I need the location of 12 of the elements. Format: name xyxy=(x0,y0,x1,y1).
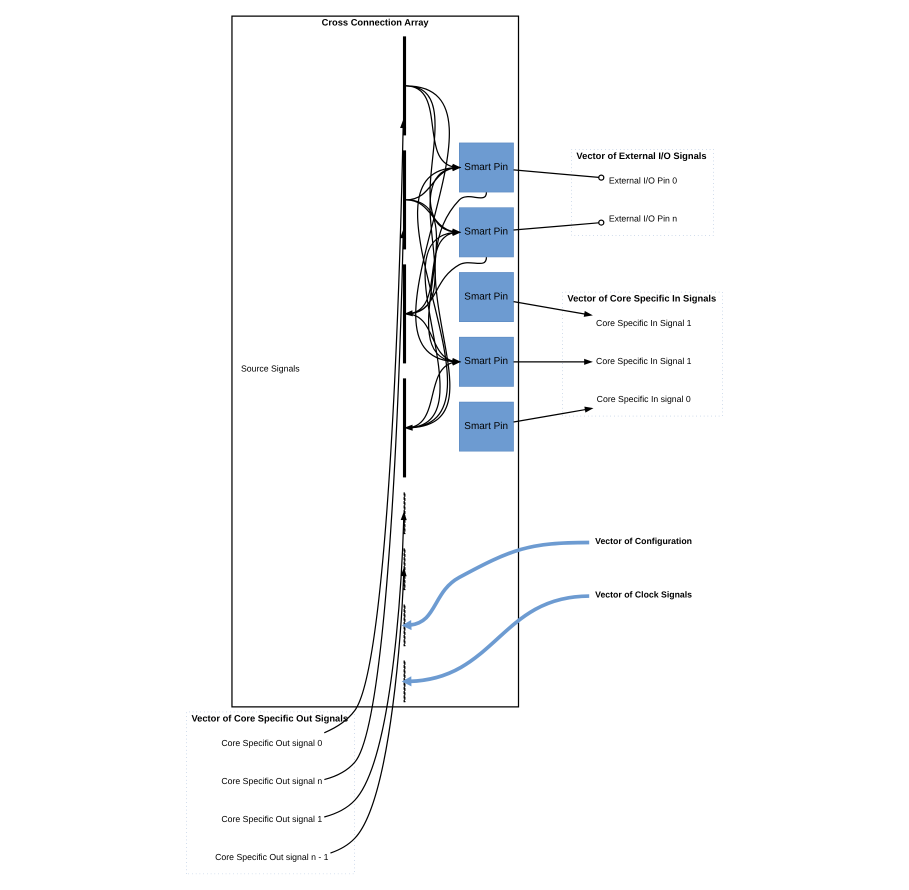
node-text: Core Specific In signal 0 xyxy=(596,394,691,404)
node-text: Core Specific Out signal 1 xyxy=(221,814,322,824)
node-text: Vector of Clock Signals xyxy=(595,590,692,600)
label: Source Signals xyxy=(240,364,300,374)
node-text: Core Specific In Signal 1 xyxy=(596,318,692,328)
node-text: External I/O Pin 0 xyxy=(608,176,678,186)
node-text: Vector of Configuration xyxy=(595,536,692,546)
node-text: Core Specific Out signal 0 xyxy=(221,738,322,748)
node-text: Core Specific Out signal n xyxy=(221,776,322,786)
node-text: Core Specific In Signal 1 xyxy=(596,356,692,366)
node-text: External I/O Pin n xyxy=(608,214,678,224)
node-text: Core Specific Out signal n - 1 xyxy=(215,852,329,862)
